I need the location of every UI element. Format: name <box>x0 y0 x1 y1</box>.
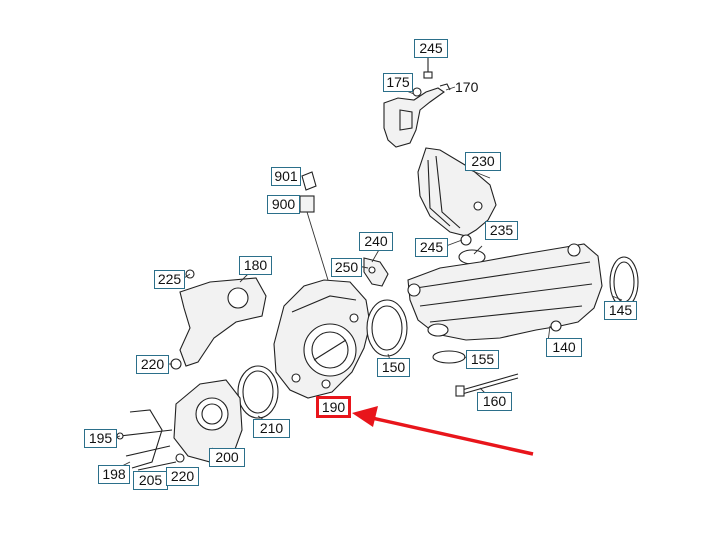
callout-245-top: 245 <box>414 39 448 58</box>
callout-220-bottom: 220 <box>166 467 199 486</box>
callout-198: 198 <box>98 465 130 484</box>
callout-200: 200 <box>209 448 245 467</box>
callout-175: 175 <box>383 73 413 92</box>
callout-235: 235 <box>485 221 518 240</box>
callout-145: 145 <box>604 301 637 320</box>
callout-230: 230 <box>465 152 501 171</box>
bolt-160 <box>455 373 519 397</box>
highlight-arrow <box>352 406 534 456</box>
bracket-170 <box>383 83 451 148</box>
callout-150: 150 <box>377 358 410 377</box>
cooler-cover-230 <box>417 147 497 246</box>
bolt-245-top <box>423 58 433 79</box>
callout-170: 170 <box>455 79 479 95</box>
callout-900: 900 <box>267 195 300 214</box>
bracket-240 <box>363 257 389 287</box>
callout-225: 225 <box>154 270 185 289</box>
callout-180: 180 <box>239 256 272 275</box>
egr-cooler-140 <box>407 243 603 341</box>
callout-245-mid: 245 <box>415 238 448 257</box>
callout-901: 901 <box>271 167 301 186</box>
callout-160: 160 <box>477 392 512 411</box>
bolts-195-198-205 <box>116 409 185 471</box>
throttle-valve-190 <box>273 279 371 399</box>
callout-250: 250 <box>331 258 362 277</box>
callout-205: 205 <box>133 471 168 490</box>
callout-240: 240 <box>359 232 393 251</box>
callout-195: 195 <box>84 429 117 448</box>
ring-210 <box>237 365 279 419</box>
sensor-plug-900 <box>299 171 329 281</box>
callout-155: 155 <box>466 350 499 369</box>
callout-190-highlighted: 190 <box>316 396 351 418</box>
mounting-plate-180 <box>170 269 267 370</box>
clamp-155 <box>432 350 466 364</box>
flange-200 <box>173 379 243 463</box>
callout-210: 210 <box>253 419 290 438</box>
callout-220-left: 220 <box>136 355 169 374</box>
ring-150 <box>366 299 408 357</box>
callout-140: 140 <box>546 338 582 357</box>
